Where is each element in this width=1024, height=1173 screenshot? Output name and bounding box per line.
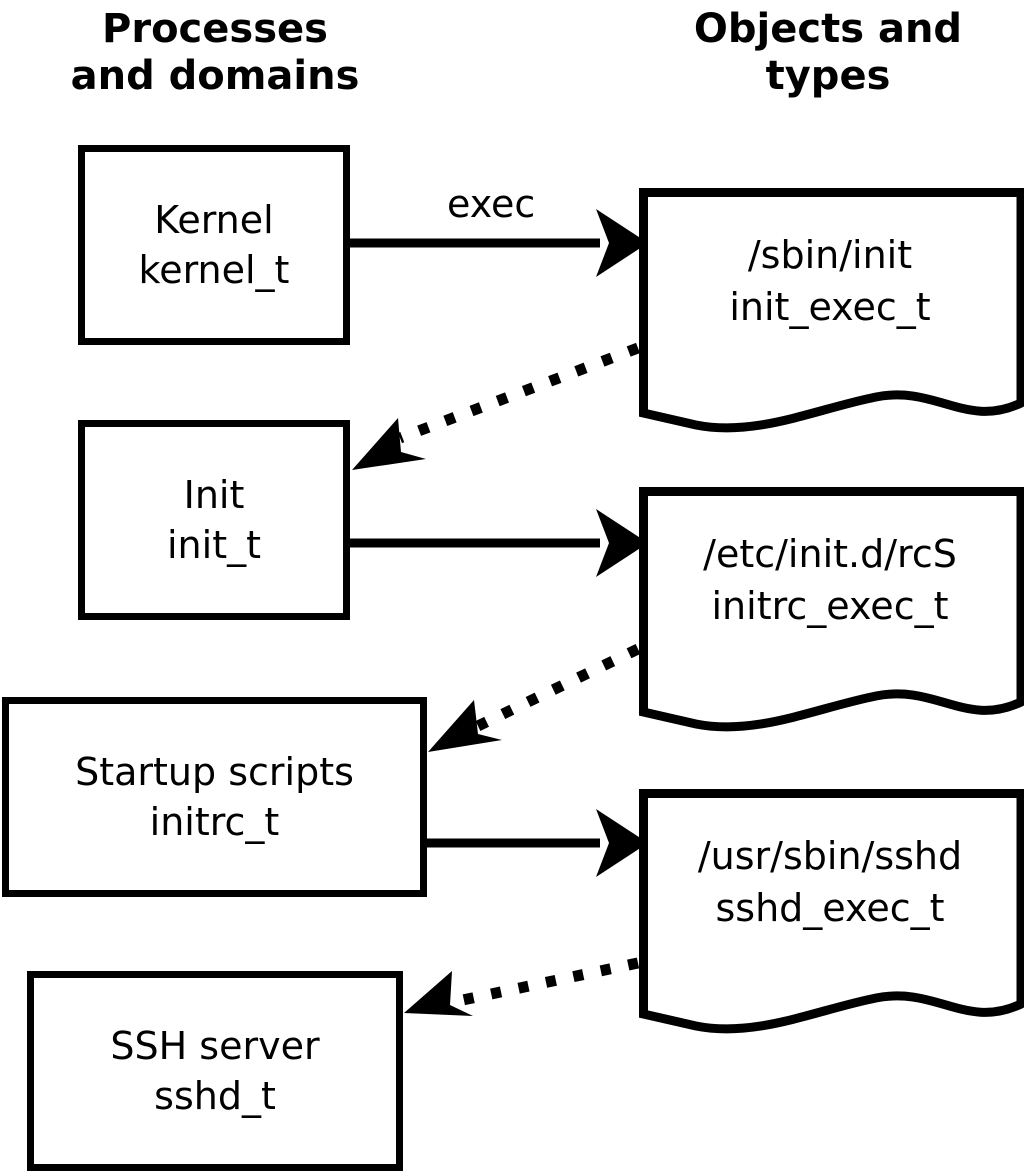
document-shape-icon xyxy=(639,789,1024,1034)
process-box-ssh-server[interactable]: SSH server sshd_t xyxy=(27,971,403,1171)
process-box-kernel-name: Kernel xyxy=(154,198,274,242)
object-document-etc-initd-rcs[interactable]: /etc/init.d/rcS initrc_exec_t xyxy=(636,484,1024,734)
process-box-ssh-server-name: SSH server xyxy=(110,1024,320,1068)
edge-init-exec-to-init xyxy=(352,342,640,470)
object-document-sbin-init[interactable]: /sbin/init init_exec_t xyxy=(636,185,1024,435)
document-shape-icon xyxy=(639,188,1024,433)
column-header-objects-and-types: Objects and types xyxy=(693,6,963,99)
process-box-kernel[interactable]: Kernel kernel_t xyxy=(78,145,350,345)
edge-init-to-initrc-exec xyxy=(350,509,648,577)
edge-initrc-exec-to-initrc xyxy=(428,644,641,752)
process-box-startup-scripts[interactable]: Startup scripts initrc_t xyxy=(2,697,427,897)
process-box-kernel-type: kernel_t xyxy=(138,248,290,292)
process-box-startup-scripts-type: initrc_t xyxy=(149,800,280,844)
process-box-startup-scripts-name: Startup scripts xyxy=(75,750,354,794)
process-box-init[interactable]: Init init_t xyxy=(78,420,350,620)
document-shape-icon xyxy=(639,487,1024,732)
edge-initrc-to-sshd-exec xyxy=(427,809,648,877)
edge-sshd-exec-to-sshd xyxy=(404,957,640,1016)
column-header-processes-and-domains: Processes and domains xyxy=(70,6,360,99)
process-box-ssh-server-type: sshd_t xyxy=(154,1074,276,1118)
process-box-init-name: Init xyxy=(183,473,245,517)
object-document-usr-sbin-sshd[interactable]: /usr/sbin/sshd sshd_exec_t xyxy=(636,786,1024,1036)
edge-label-exec: exec xyxy=(447,182,536,226)
process-box-init-type: init_t xyxy=(167,523,261,567)
